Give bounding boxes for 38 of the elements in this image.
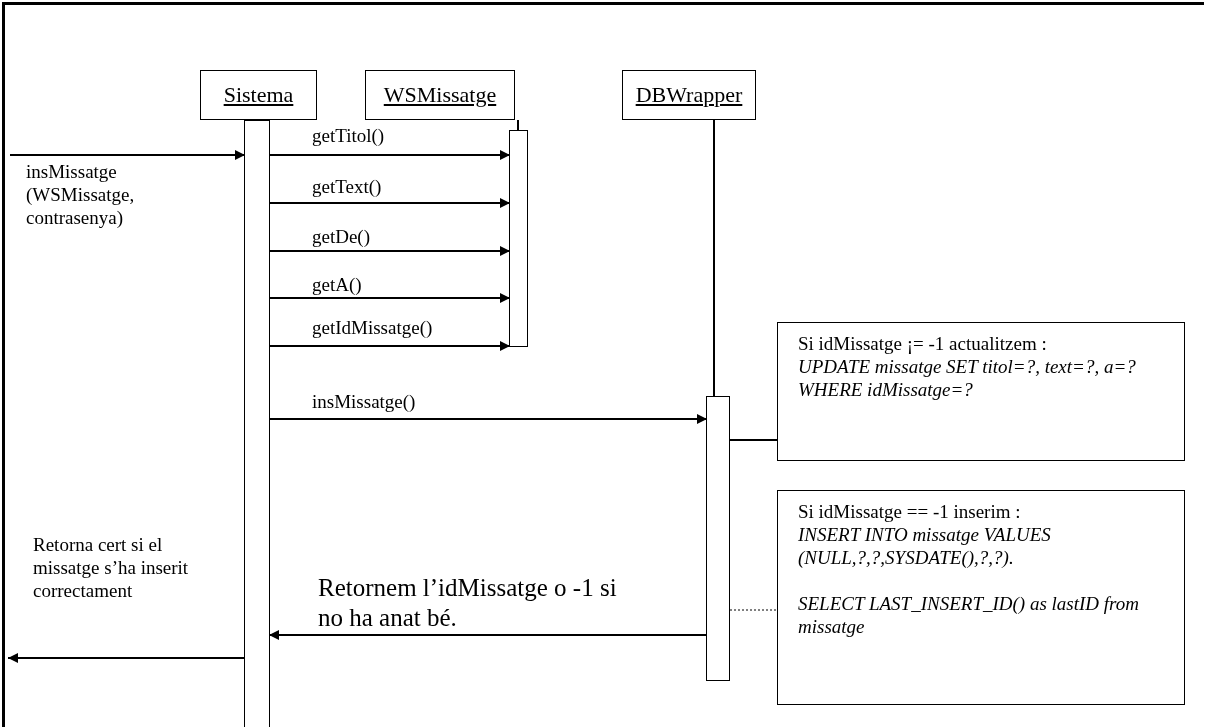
note-text: Si idMissatge == -1 inserim :: [798, 500, 1022, 523]
message-label: getA(): [312, 273, 363, 296]
object-name: DBWrapper: [635, 82, 743, 108]
sql-statement: UPDATE missatge SET titol=?, text=?, a=? WHERE idMissatge=?: [798, 355, 1137, 401]
message-arrow: [269, 341, 511, 351]
connector-line: [517, 119, 519, 131]
note-box: [777, 322, 1185, 461]
sql-statement: SELECT LAST_INSERT_ID() as lastID from missatge: [798, 592, 1140, 638]
activation-bar: [509, 130, 528, 347]
message-arrow: [269, 293, 511, 303]
lifeline-head-box: [365, 70, 515, 120]
message-label: Retorna cert si el missatge s’ha inserit correctament: [33, 533, 190, 602]
activation-bar: [706, 396, 730, 681]
connector-line: [729, 439, 779, 441]
message-label: getIdMissatge(): [312, 316, 434, 339]
connector-line: [713, 119, 715, 397]
message-label: getText(): [312, 175, 383, 198]
message-label: getDe(): [312, 225, 372, 248]
sql-statement: INSERT INTO missatge VALUES (NULL,?,?,SYSDATE(),?,?).: [798, 523, 1052, 569]
object-name: Sistema: [223, 82, 294, 108]
message-label: insMissatge(): [312, 390, 417, 413]
message-arrow: [7, 653, 245, 663]
note-box: [777, 490, 1185, 705]
object-name: WSMissatge: [383, 82, 497, 108]
activation-bar: [244, 120, 270, 727]
message-label: insMissatge (WSMissatge, contrasenya): [26, 160, 136, 229]
dotted-connector: [729, 609, 779, 611]
message-arrow: [269, 150, 511, 160]
message-arrow: [269, 414, 708, 424]
lifeline-head-box: [200, 70, 317, 120]
note-text: Si idMissatge ¡= -1 actualitzem :: [798, 332, 1048, 355]
message-label: Retornem l’idMissatge o -1 si no ha anat bé.: [318, 573, 618, 633]
message-arrow: [268, 630, 707, 640]
message-arrow: [269, 198, 511, 208]
lifeline-head-box: [622, 70, 756, 120]
message-arrow: [269, 246, 511, 256]
message-arrow: [9, 150, 246, 160]
message-label: getTitol(): [312, 124, 386, 147]
